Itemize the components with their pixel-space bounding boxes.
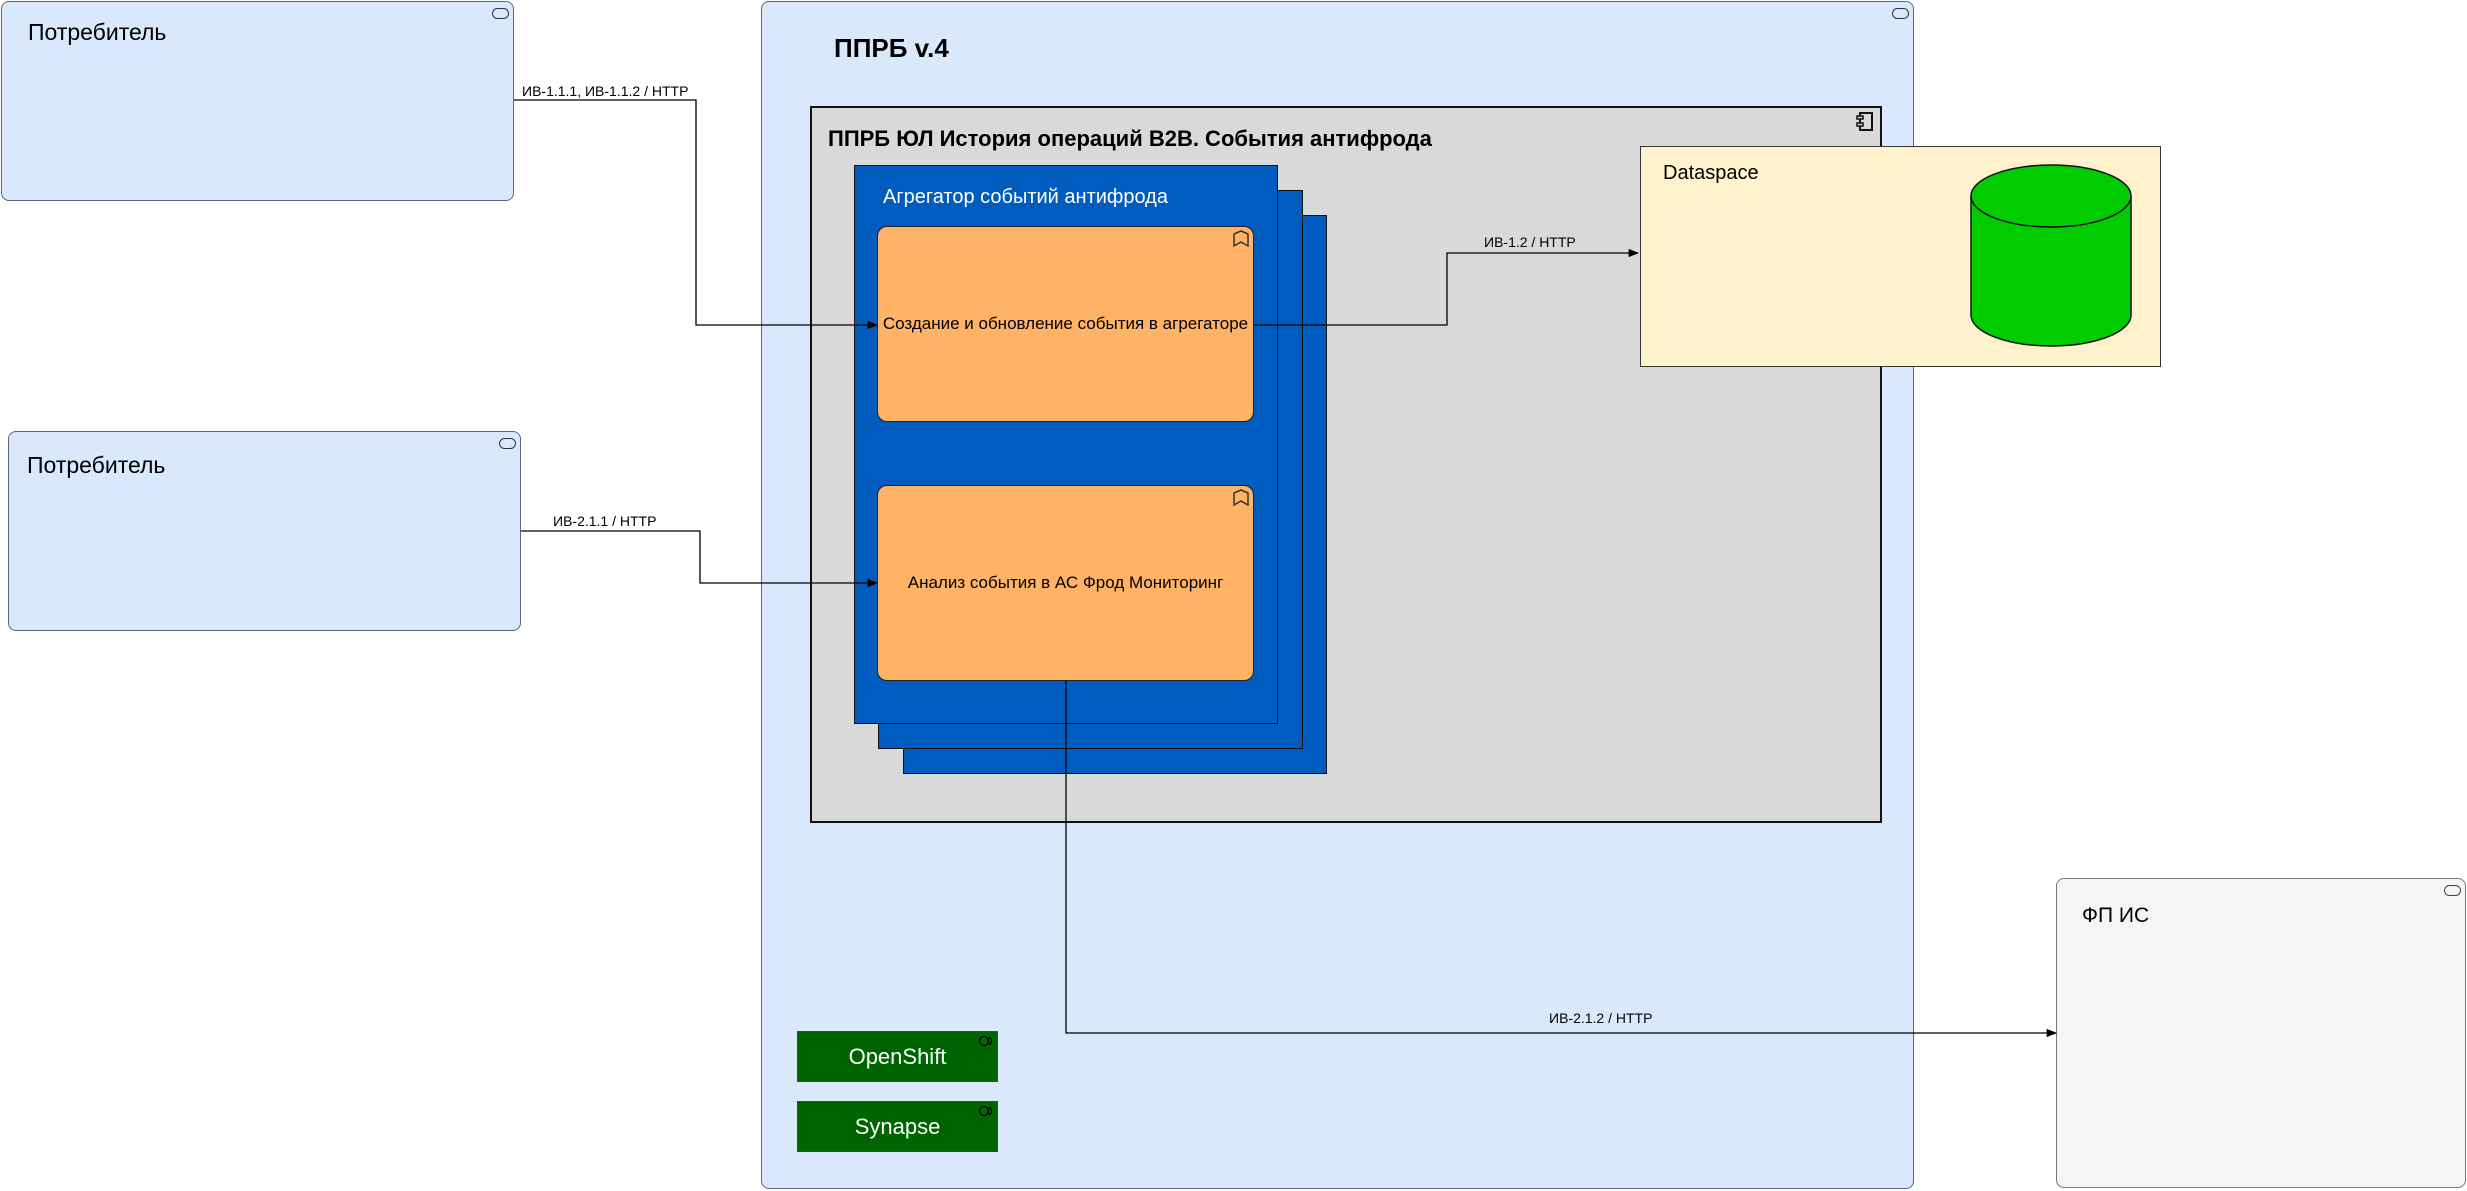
dataspace-box[interactable]: Dataspace xyxy=(1640,146,2161,367)
consumer-label-2: Потребитель xyxy=(27,452,166,478)
function-create-update[interactable]: Создание и обновление события в агрегато… xyxy=(877,226,1254,422)
system-software-icon xyxy=(978,1105,993,1117)
aggregator-title: Агрегатор событий антифрода xyxy=(883,186,1168,208)
consumer-label-1: Потребитель xyxy=(28,19,167,45)
component-icon xyxy=(1856,112,1873,131)
synapse-label: Synapse xyxy=(854,1113,941,1139)
application-icon xyxy=(1892,8,1909,19)
function-analyze-label: Анализ события в АС Фрод Мониторинг xyxy=(907,573,1224,592)
function-icon xyxy=(1233,230,1249,248)
dataspace-label: Dataspace xyxy=(1663,162,1759,184)
connector-label-c4: ИВ-2.1.2 / HTTP xyxy=(1549,1010,1653,1026)
openshift-node[interactable]: OpenShift xyxy=(797,1031,998,1082)
function-icon xyxy=(1233,489,1249,507)
synapse-node[interactable]: Synapse xyxy=(797,1101,998,1152)
application-icon xyxy=(2444,885,2461,896)
openshift-label: OpenShift xyxy=(848,1043,947,1069)
fp-is-label: ФП ИС xyxy=(2082,904,2150,927)
application-icon xyxy=(499,438,516,449)
consumer-box-2[interactable]: Потребитель xyxy=(8,431,521,631)
component-title: ППРБ ЮЛ История операций B2B. События ан… xyxy=(828,126,1432,151)
connector-label-c1: ИВ-1.1.1, ИВ-1.1.2 / HTTP xyxy=(522,83,689,99)
system-software-icon xyxy=(978,1035,993,1047)
consumer-box-1[interactable]: Потребитель xyxy=(1,1,514,201)
function-analyze[interactable]: Анализ события в АС Фрод Мониторинг xyxy=(877,485,1254,681)
database-icon xyxy=(1970,164,2132,347)
connector-label-c3: ИВ-1.2 / HTTP xyxy=(1484,234,1576,250)
fp-is-box[interactable]: ФП ИС xyxy=(2056,878,2466,1188)
function-create-label: Создание и обновление события в агрегато… xyxy=(882,314,1249,333)
connector-label-c2: ИВ-2.1.1 / HTTP xyxy=(553,513,657,529)
platform-title: ППРБ v.4 xyxy=(834,33,949,63)
application-icon xyxy=(492,8,509,19)
